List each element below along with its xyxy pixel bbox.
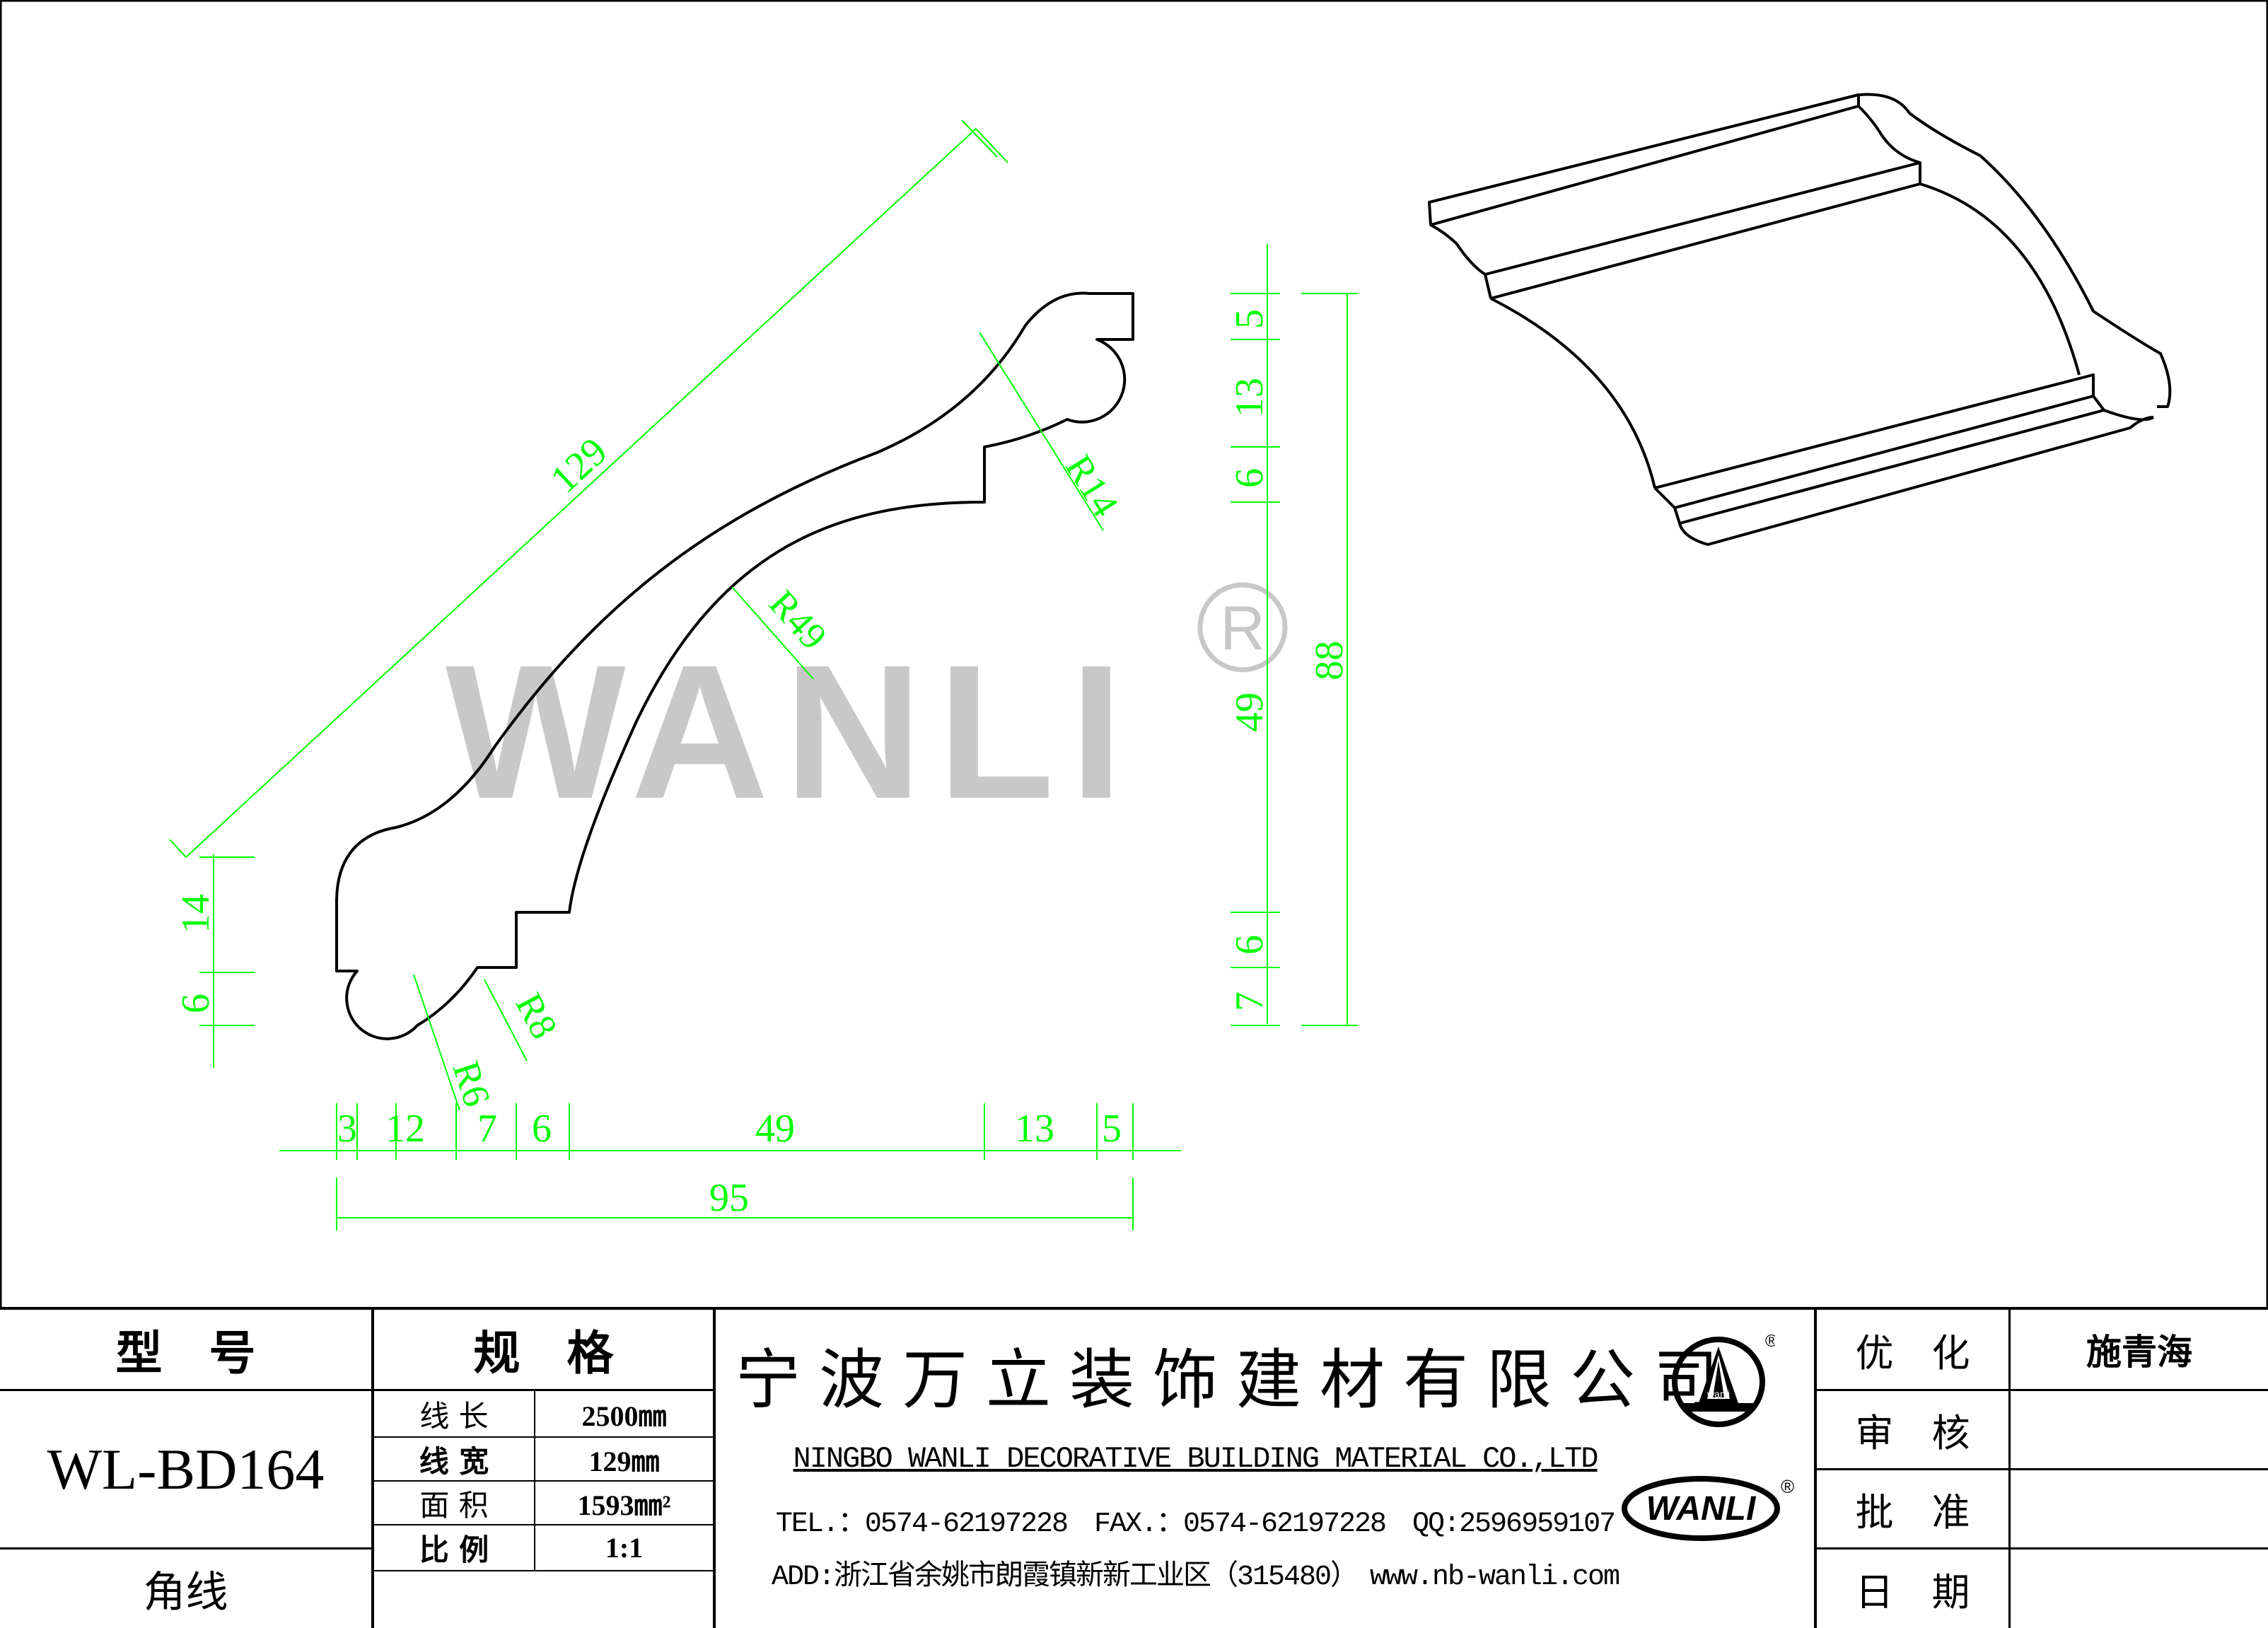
watermark-text: WANLI	[446, 626, 1139, 839]
dim-right-7: 7	[1228, 992, 1272, 1011]
dim-r6: R6	[445, 1056, 499, 1111]
watermark-registered-circle	[1197, 582, 1288, 673]
dim-bottom-13: 13	[1015, 1107, 1054, 1151]
dim-right-6a: 6	[1228, 468, 1272, 488]
watermark-registered-letter: R	[1220, 593, 1265, 663]
company-address: ADD:浙江省余姚市朗霞镇新新工业区（315480） www.nb-wanli.…	[771, 1561, 1620, 1593]
dim-r8: R8	[507, 986, 566, 1045]
moulding-profile	[335, 291, 1134, 1040]
approval-value-optimize: 施青海	[2086, 1332, 2192, 1373]
ship-logo-text: wanli	[1706, 1388, 1730, 1400]
dim-129: 129	[542, 429, 616, 501]
dim-bottom-7: 7	[477, 1107, 497, 1151]
spec-header: 规 格	[473, 1326, 614, 1380]
approval-label-review: 审 核	[1855, 1411, 1970, 1455]
approval-value-review	[2011, 1391, 2268, 1468]
ship-logo-icon: wanli ®	[1672, 1332, 1775, 1427]
approval-label-date: 日 期	[1855, 1570, 1970, 1615]
spec-label-width: 线 宽	[419, 1443, 489, 1479]
dim-right-6b: 6	[1228, 935, 1272, 955]
model-header: 型 号	[115, 1326, 256, 1380]
company-name-cn: 宁波万立装饰建材有限公司	[735, 1342, 1738, 1418]
approval-value-approve	[2011, 1470, 2268, 1547]
model-value: WL-BD164	[47, 1436, 325, 1501]
sheet-border	[0, 0, 2268, 1307]
title-block: 型 号 WL-BD164 角线 规 格 线 长 2500㎜ 线 宽 129㎜ 面…	[0, 1307, 2268, 1628]
category-label: 角线	[143, 1568, 228, 1617]
spec-label-area: 面 积	[419, 1487, 489, 1523]
spec-label-length: 线 长	[419, 1398, 489, 1434]
dimension-lines	[169, 120, 1358, 1231]
spec-value-length: 2500㎜	[581, 1400, 667, 1432]
spec-value-scale: 1:1	[605, 1532, 644, 1564]
technical-drawing: WANLI R	[0, 0, 2268, 1307]
wanli-logo: WANLI ®	[1622, 1476, 1794, 1541]
dim-right-49: 49	[1228, 692, 1272, 732]
approval-label-approve: 批 准	[1855, 1490, 1970, 1535]
approval-label-optimize: 优 化	[1855, 1330, 1970, 1376]
dim-bottom-3: 3	[337, 1107, 357, 1151]
dim-left-14: 14	[174, 894, 218, 934]
dim-total-88: 88	[1308, 641, 1351, 680]
dim-right-13: 13	[1228, 378, 1272, 417]
dim-r14: R14	[1057, 448, 1127, 524]
dim-total-95: 95	[709, 1176, 749, 1220]
dim-left-6: 6	[174, 994, 218, 1013]
spec-value-area: 1593㎜²	[577, 1489, 671, 1521]
company-name-en: NINGBO WANLI DECORATIVE BUILDING MATERIA…	[793, 1442, 1599, 1476]
moulding-3d-view	[1428, 93, 2172, 546]
logo-registered-mark: ®	[1765, 1332, 1775, 1351]
spec-label-scale: 比 例	[419, 1533, 489, 1567]
dim-bottom-5: 5	[1102, 1107, 1122, 1151]
approval-value-date	[2011, 1549, 2268, 1628]
wanli-logo-registered: ®	[1781, 1476, 1794, 1497]
company-contact: TEL.：0574-62197228 FAX.：0574-62197228 QQ…	[775, 1508, 1616, 1540]
spec-value-width: 129㎜	[588, 1446, 660, 1477]
dim-bottom-6: 6	[532, 1107, 552, 1151]
wanli-logo-text: WANLI	[1646, 1490, 1757, 1528]
dim-bottom-49: 49	[755, 1107, 795, 1151]
dim-bottom-12: 12	[385, 1107, 425, 1151]
dim-right-5: 5	[1228, 309, 1272, 329]
